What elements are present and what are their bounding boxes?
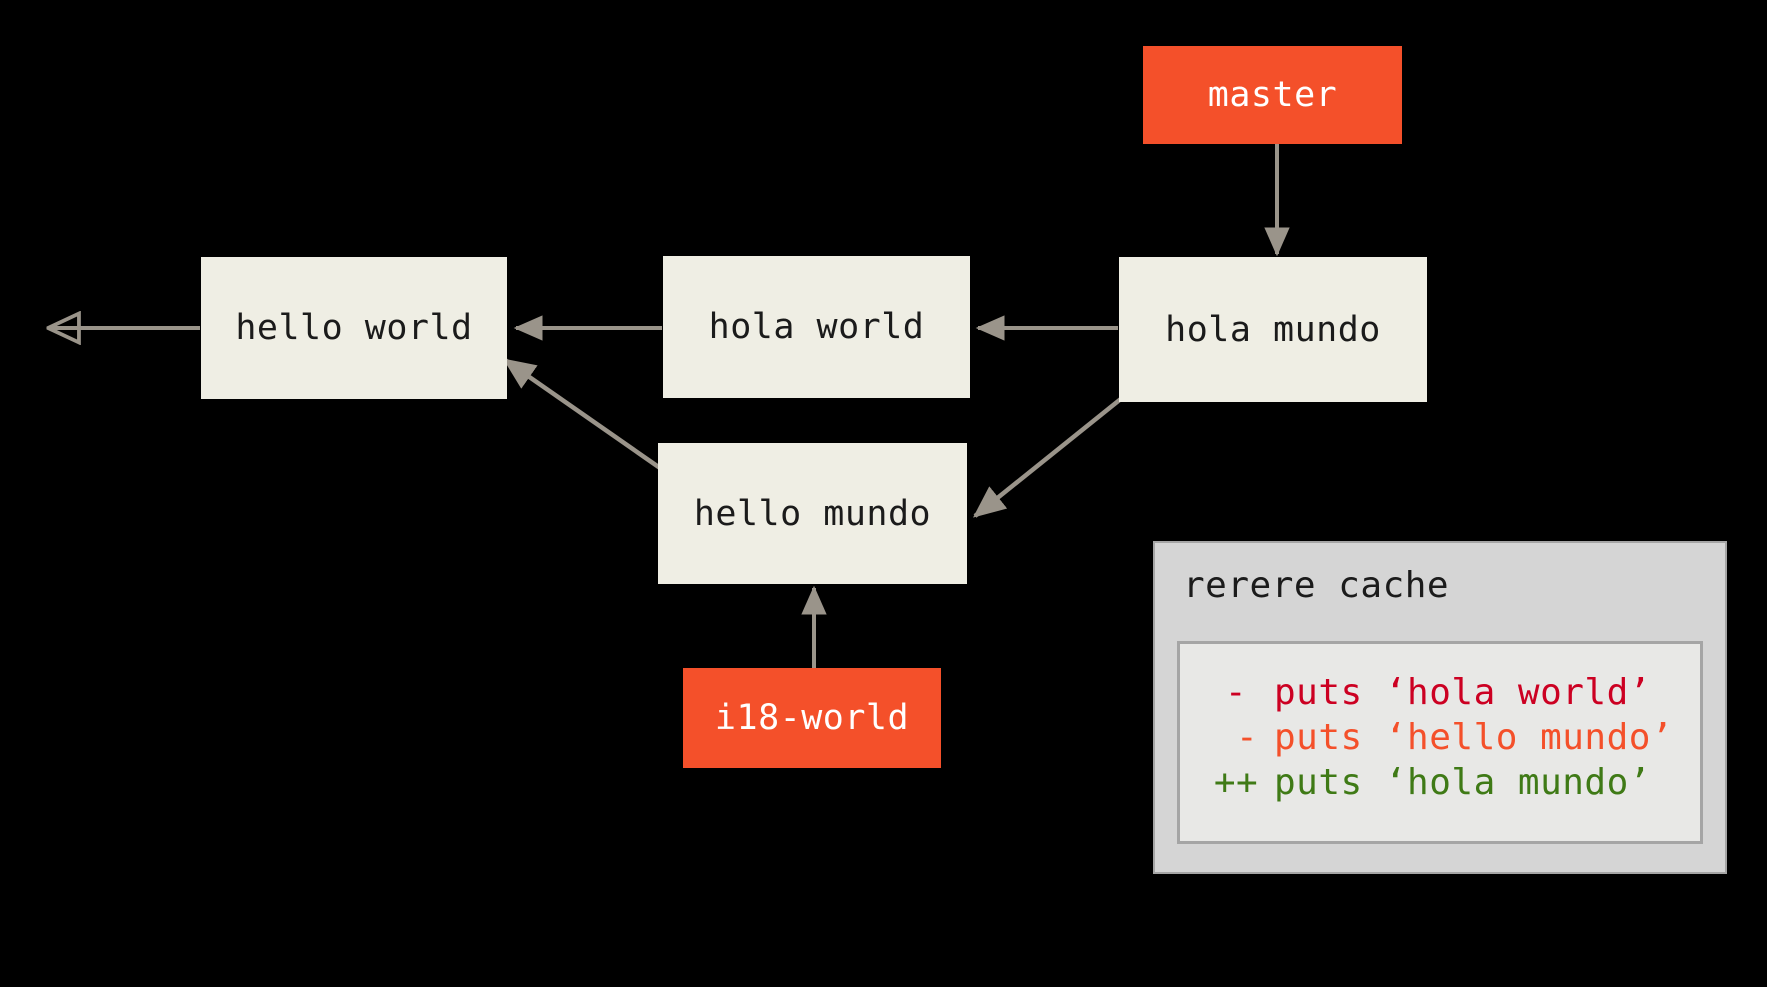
commit-node-hola-mundo[interactable]: hola mundo	[1119, 257, 1427, 402]
commit-node-hello-world[interactable]: hello world	[201, 257, 507, 399]
diff-text: puts ‘hola mundo’	[1274, 762, 1651, 803]
diff-marker: ++	[1213, 762, 1259, 803]
commit-node-hello-mundo[interactable]: hello mundo	[658, 443, 967, 584]
branch-label: master	[1207, 75, 1338, 115]
diff-marker: -	[1224, 672, 1248, 713]
diff-line: ++ puts ‘hola mundo’	[1180, 760, 1700, 805]
branch-node-master[interactable]: master	[1143, 46, 1402, 144]
branch-node-i18-world[interactable]: i18-world	[683, 668, 941, 768]
diff-marker: -	[1213, 717, 1259, 758]
commit-label: hello world	[235, 308, 473, 348]
rerere-cache-panel: rerere cache - puts ‘hola world’ - puts …	[1153, 541, 1727, 874]
commit-label: hola mundo	[1165, 309, 1381, 350]
branch-label: i18-world	[714, 698, 910, 738]
edge-hello-mundo-to-hello-world	[502, 358, 662, 470]
diff-line: - puts ‘hello mundo’	[1180, 715, 1700, 760]
commit-node-hola-world[interactable]: hola world	[663, 256, 970, 398]
rerere-diff-box: - puts ‘hola world’ - puts ‘hello mundo’…	[1177, 641, 1703, 844]
commit-label: hello mundo	[693, 493, 932, 534]
rerere-cache-title: rerere cache	[1183, 565, 1450, 606]
commit-label: hola world	[708, 307, 925, 347]
diff-text: puts ‘hello mundo’	[1274, 717, 1674, 758]
diff-text: puts ‘hola world’	[1274, 672, 1651, 713]
edge-hola-mundo-to-hello-mundo	[972, 396, 1124, 518]
diff-line: - puts ‘hola world’	[1180, 670, 1700, 715]
